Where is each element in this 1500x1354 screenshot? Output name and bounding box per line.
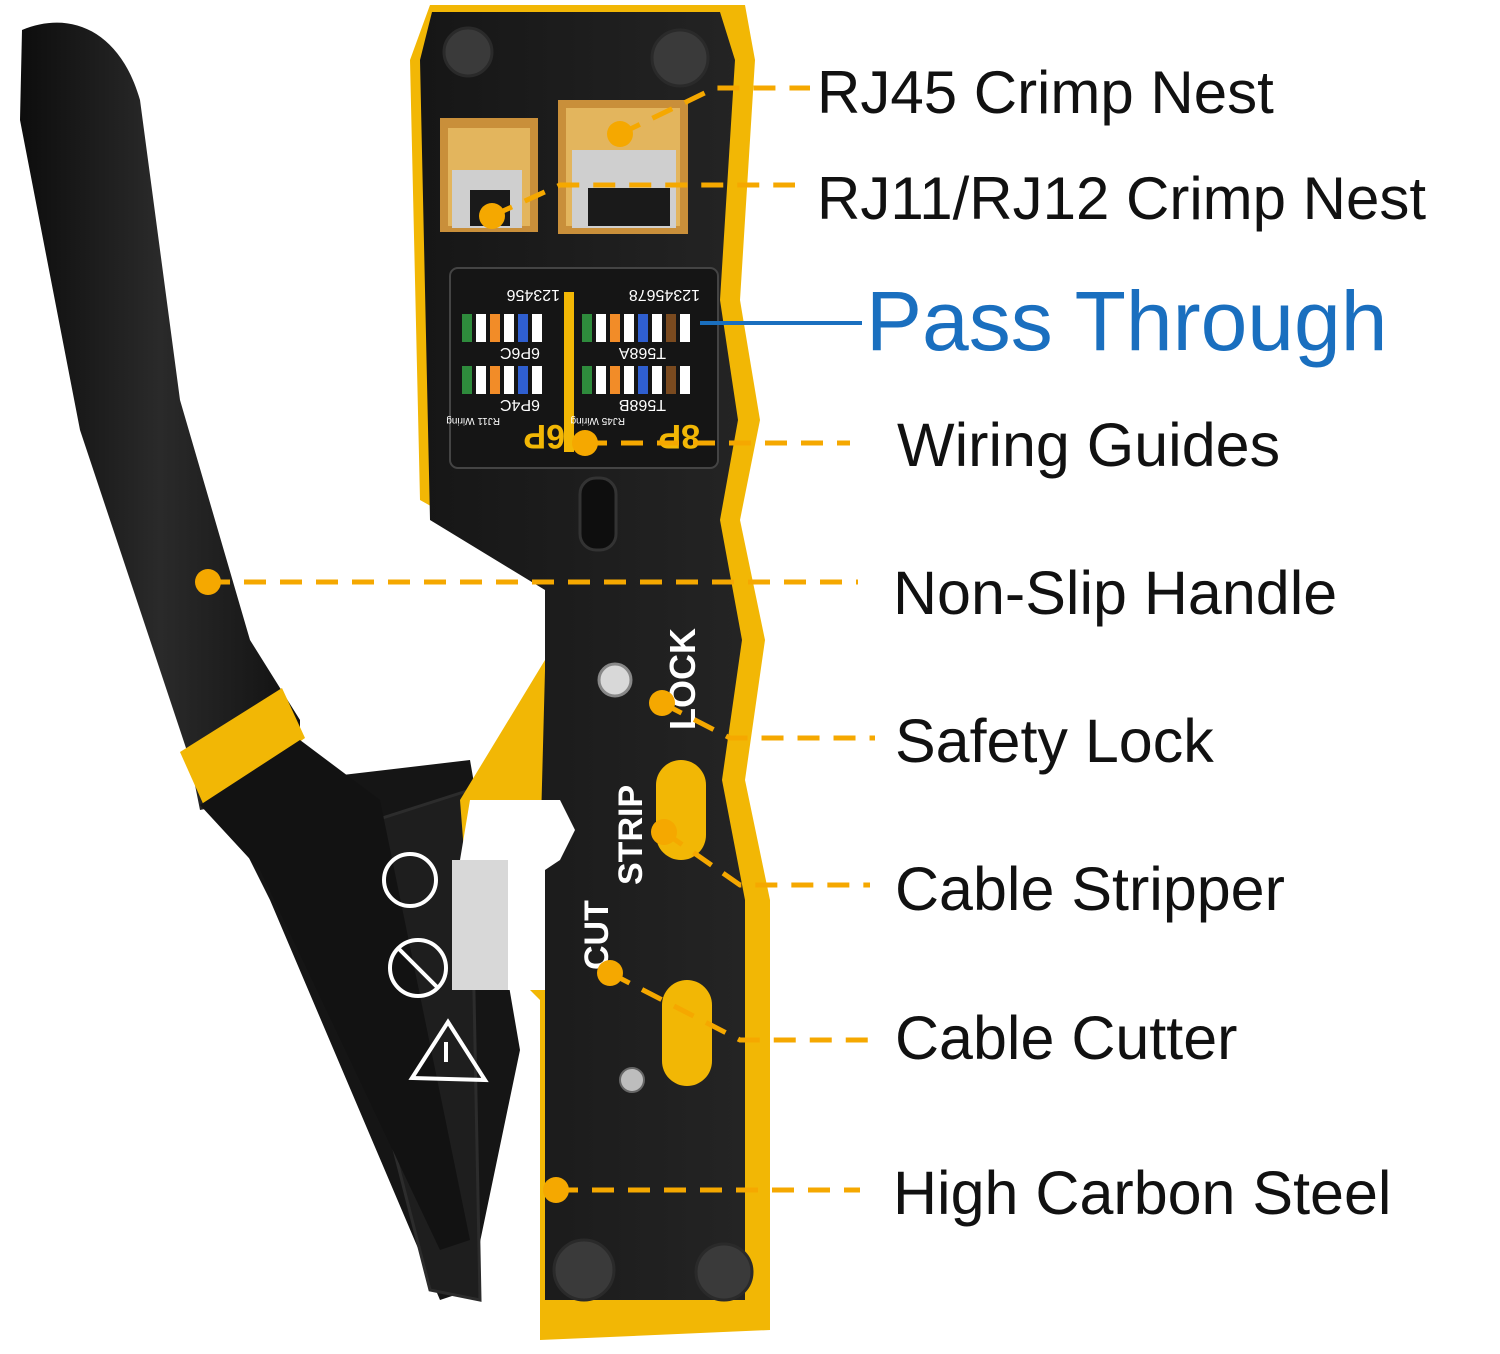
wire-color-strip [462, 314, 472, 342]
label-pass-through: Pass Through [866, 274, 1388, 368]
blade-warning-icon [382, 852, 438, 908]
callout-dot-cable-cutter [597, 960, 623, 986]
non-slip-handle [20, 22, 300, 810]
callout-dot-cable-stripper [651, 819, 677, 845]
marking-pins-6: 123456 [507, 286, 560, 303]
wire-color-strip [680, 366, 690, 394]
callout-line-cable-cutter [608, 970, 870, 1043]
wire-color-strip [532, 366, 542, 394]
callout-dot-rj11-rj12-crimp-nest [479, 203, 505, 229]
screw-bottom-right [694, 1242, 754, 1302]
wire-color-strip [666, 314, 676, 342]
pass-through-slot [564, 292, 574, 452]
wire-color-strip [610, 366, 620, 394]
marking-rj11-wiring: RJ11 Wiring [446, 415, 500, 426]
cutter-blade [452, 860, 508, 990]
wire-color-strip [680, 314, 690, 342]
wire-color-strip [518, 314, 528, 342]
wire-color-strip [518, 366, 528, 394]
wire-color-strip [476, 314, 486, 342]
marking-strip: STRIP [612, 785, 650, 885]
wire-color-strip [652, 366, 662, 394]
callout-line-cable-stripper [662, 829, 870, 888]
wire-color-strip [504, 314, 514, 342]
wiring-color-strips-top [462, 314, 690, 342]
wire-color-strip [666, 366, 676, 394]
screw-top-right [650, 28, 710, 88]
label-cable-stripper: Cable Stripper [895, 855, 1285, 923]
callout-line-safety-lock [660, 700, 875, 741]
wire-color-strip [638, 366, 648, 394]
label-safety-lock: Safety Lock [895, 707, 1214, 775]
marking-t568a: T568A [619, 344, 666, 361]
pass-through-exit [578, 476, 618, 552]
wire-color-strip [504, 366, 514, 394]
marking-t568b: T568B [619, 396, 666, 413]
safety-lock-rivet [597, 662, 633, 698]
callout-line-rj11-rj12-crimp-nest [490, 182, 795, 219]
marking-pins-8: 12345678 [629, 286, 700, 303]
rj45-crimp-nest [558, 100, 688, 234]
marking-cut: CUT [578, 900, 616, 970]
marking-rj45-wiring: RJ45 Wiring [571, 415, 625, 426]
wire-color-strip [490, 314, 500, 342]
marking-6p: 6P [523, 417, 565, 455]
wire-color-strip [476, 366, 486, 394]
wire-color-strip [652, 314, 662, 342]
callout-dot-wiring-guides [572, 430, 598, 456]
marking-lock: LOCK [662, 628, 703, 730]
handle-yellow-band [180, 688, 305, 808]
wire-color-strip [624, 314, 634, 342]
wire-color-strip [582, 366, 592, 394]
handle-lower [200, 740, 470, 1250]
label-wiring-guides: Wiring Guides [897, 411, 1281, 479]
wire-color-strip [462, 366, 472, 394]
wire-color-strip [638, 314, 648, 342]
callout-dot-high-carbon-steel [543, 1177, 569, 1203]
callout-dot-rj45-crimp-nest [607, 121, 633, 147]
cut-button [662, 980, 712, 1086]
label-cable-cutter: Cable Cutter [895, 1004, 1238, 1072]
wire-color-strip [532, 314, 542, 342]
wiring-color-strips-bottom [462, 366, 690, 394]
wire-color-strip [490, 366, 500, 394]
screw-top-left [442, 26, 494, 78]
wire-color-strip [582, 314, 592, 342]
label-rj45-crimp-nest: RJ45 Crimp Nest [817, 59, 1274, 126]
wire-color-strip [596, 366, 606, 394]
marking-8p: 8P [658, 417, 700, 455]
screw-bottom-left [552, 1238, 616, 1302]
wire-color-strip [596, 314, 606, 342]
callout-dot-safety-lock [649, 690, 675, 716]
small-rivet [619, 1067, 645, 1093]
marking-6p4c: 6P4C [500, 396, 540, 413]
callout-dot-non-slip-handle [195, 569, 221, 595]
callout-lines [195, 85, 875, 1203]
wire-color-strip [610, 314, 620, 342]
no-hand-icon [388, 938, 448, 998]
label-high-carbon-steel: High Carbon Steel [893, 1159, 1392, 1227]
label-non-slip-handle: Non-Slip Handle [893, 559, 1338, 627]
label-rj11-rj12-crimp-nest: RJ11/RJ12 Crimp Nest [817, 165, 1427, 232]
caution-triangle-icon [408, 1018, 489, 1083]
marking-6p6c: 6P6C [500, 344, 540, 361]
wire-color-strip [624, 366, 634, 394]
